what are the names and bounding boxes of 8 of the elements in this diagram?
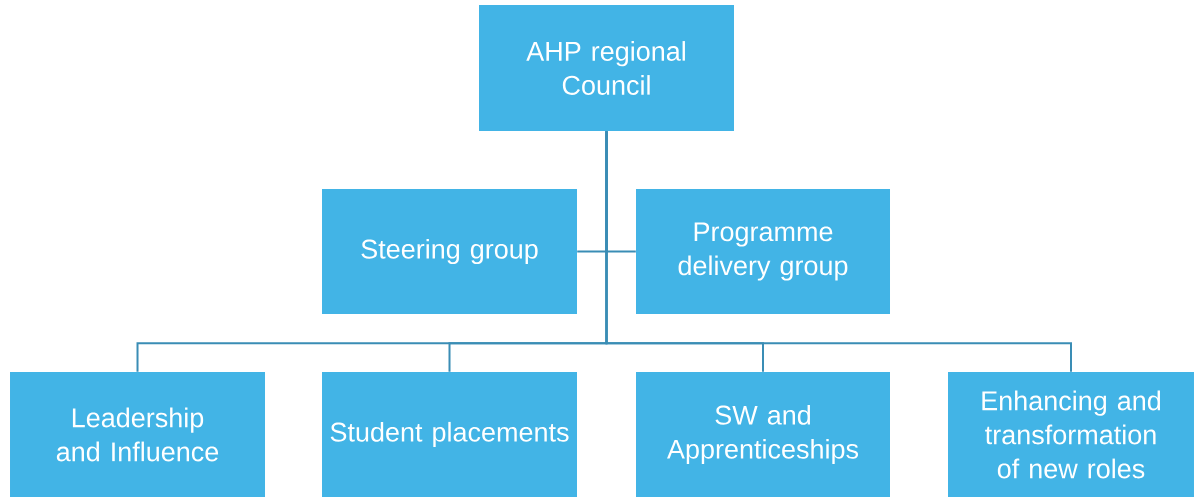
org-box: Programme delivery group [636, 189, 890, 314]
org-box: AHP regional Council [479, 5, 734, 131]
org-box: Steering group [322, 189, 577, 314]
org-box: Enhancing and transformation of new roles [948, 372, 1194, 497]
org-box: SW and Apprenticeships [636, 372, 890, 497]
org-box: Leadership and Influence [10, 372, 265, 497]
org-box: Student placements [322, 372, 577, 497]
connector-line [605, 130, 1072, 373]
